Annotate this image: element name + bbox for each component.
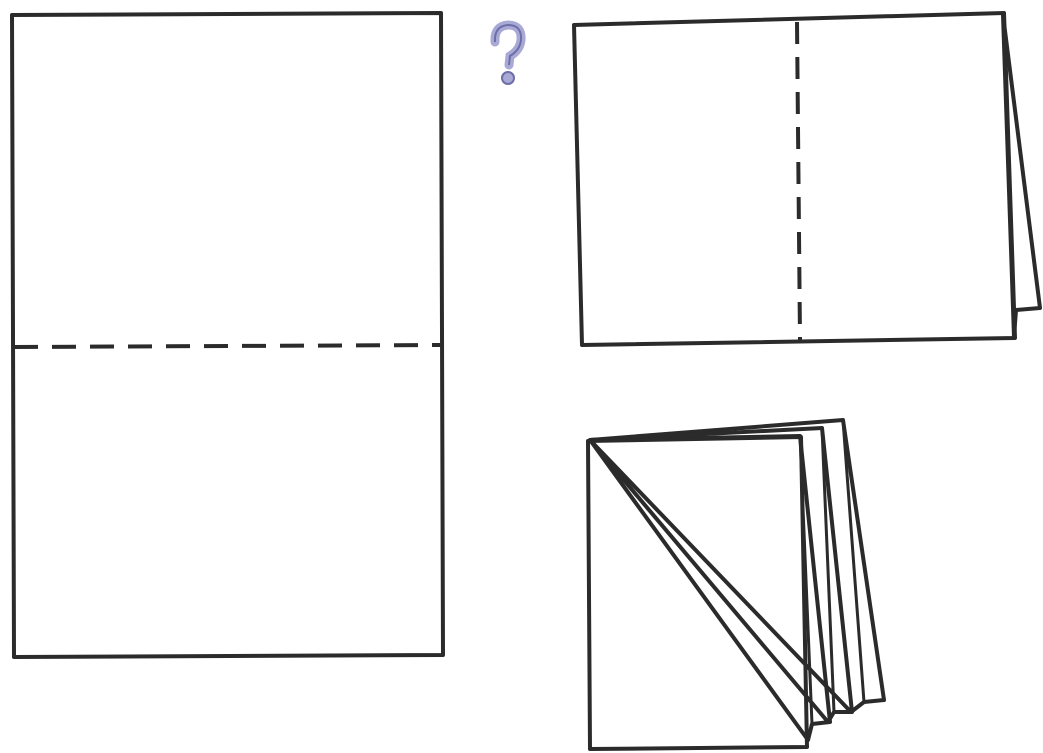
vertical-fold-line — [797, 22, 800, 340]
front-page — [574, 13, 1015, 345]
question-mark-icon — [495, 25, 521, 84]
step-flat-sheet — [12, 13, 443, 657]
booklet-flap-back — [843, 420, 884, 702]
horizontal-fold-line — [14, 345, 443, 347]
step-folded-booklet — [588, 420, 884, 749]
booklet-layer-back — [590, 420, 884, 712]
step-folded-in-half — [574, 13, 1040, 345]
flat-sheet — [12, 13, 443, 657]
